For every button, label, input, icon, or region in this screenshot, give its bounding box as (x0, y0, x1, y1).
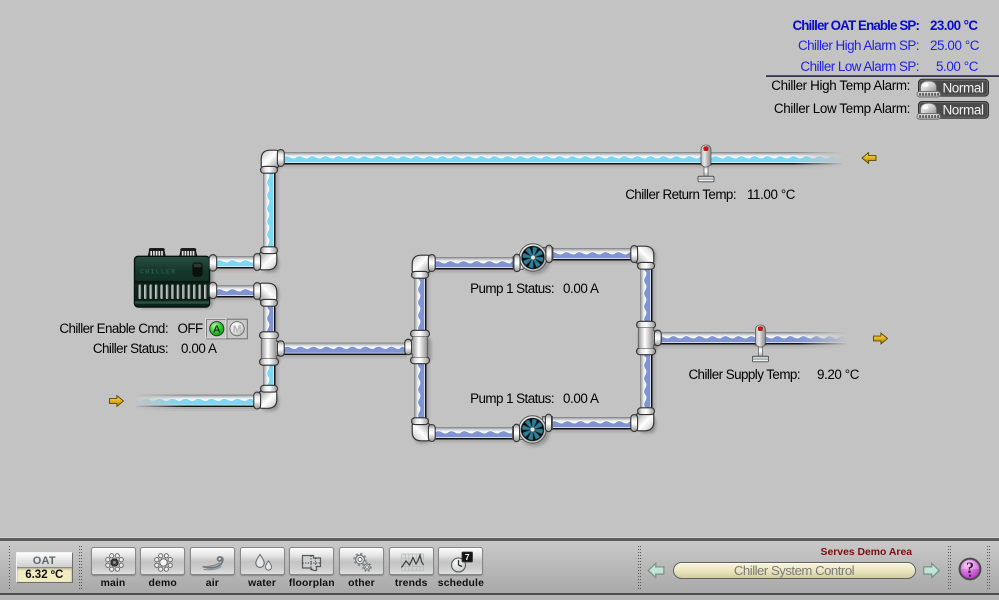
svg-text:7: 7 (465, 551, 470, 561)
svg-text:CHILLER: CHILLER (140, 269, 176, 277)
svg-text:A: A (213, 324, 221, 336)
svg-text:Normal: Normal (942, 103, 984, 118)
svg-text:Normal: Normal (942, 81, 984, 96)
svg-text:M: M (233, 324, 242, 336)
svg-text:?: ? (966, 560, 974, 577)
